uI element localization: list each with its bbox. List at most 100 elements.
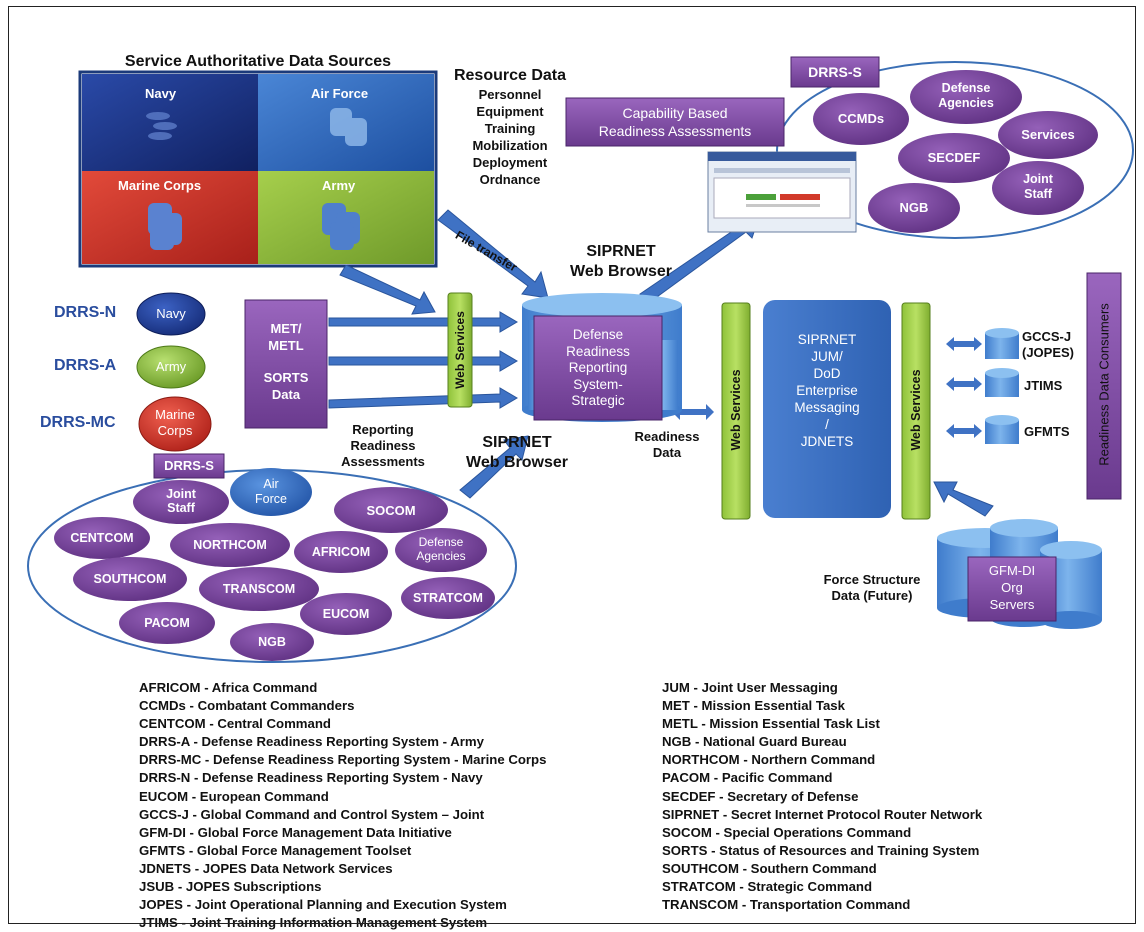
pacom-label: PACOM <box>144 616 190 630</box>
navy-oval-label: Navy <box>156 306 186 321</box>
navy-oval <box>136 292 206 336</box>
met-box-label: MET/ METL SORTS Data <box>245 320 327 403</box>
gfm-di-box <box>967 556 1057 622</box>
legend-item: METL - Mission Essential Task List <box>662 716 880 732</box>
gccs-arrow <box>946 337 982 351</box>
services-label: Services <box>1021 127 1075 142</box>
sources-title: Service Authoritative Data Sources <box>124 53 392 70</box>
legend-item: DRRS-A - Defense Readiness Reporting Sys… <box>139 734 484 750</box>
defense-agencies-top-label: Defense Agencies <box>910 81 1022 111</box>
diagram-frame <box>8 6 1136 924</box>
legend-item: GFMTS - Global Force Management Toolset <box>139 842 412 858</box>
legend-item: DRRS-N - Defense Readiness Reporting Sys… <box>139 770 483 786</box>
top-drrs-s-box <box>790 56 880 88</box>
defense-agencies-line: Agencies <box>938 96 994 110</box>
siprnet-top-line1: SIPRNET <box>586 243 656 260</box>
consumer-db-icons <box>985 328 1019 444</box>
readiness-data-line: Readiness <box>634 429 700 444</box>
eucom-label: EUCOM <box>322 607 370 621</box>
jum-line: Enterprise <box>796 383 858 398</box>
legend-item: AFRICOM - Africa Command <box>139 680 318 695</box>
gfm-di-label: GFM-DI Org Servers <box>968 562 1056 613</box>
met-metl-box <box>244 299 328 429</box>
defense-agencies-line: Defense <box>941 81 991 95</box>
jum-label: SIPRNET JUM/ DoD Enterprise Messaging / … <box>763 331 891 450</box>
legend-item: PACOM - Pacific Command <box>662 770 833 786</box>
gccs-line: (JOPES) <box>1022 345 1075 360</box>
resource-item: Mobilization <box>472 138 548 153</box>
air-force-source-label: Air Force <box>311 86 369 101</box>
secdef-oval <box>898 133 1010 183</box>
marine-corps-source-label: Marine Corps <box>118 178 202 193</box>
reporting-readiness-label: Reporting Readiness Assessments <box>328 422 438 470</box>
legend-left: AFRICOM - Africa Command CCMDs - Combata… <box>139 679 546 932</box>
legend-item: NGB - National Guard Bureau <box>662 734 847 750</box>
siprnet-top-label: SIPRNET Web Browser <box>556 242 686 282</box>
siprnet-mid-line: SIPRNET <box>482 434 552 451</box>
bidirectional-arrows <box>672 337 982 438</box>
resource-data-title: Resource Data <box>453 67 567 84</box>
marine-db-icon <box>148 203 182 250</box>
northcom-oval <box>170 523 290 567</box>
joint-line: Joint <box>166 487 196 501</box>
legend-item: SOUTHCOM - Southern Command <box>662 860 877 876</box>
army-oval <box>136 345 206 389</box>
marine-line: Corps <box>157 423 193 438</box>
marine-corps-oval-label: Marine Corps <box>139 407 211 439</box>
air-force-bottom-label: Air Force <box>230 477 312 507</box>
drrs-center-line: Readiness <box>566 343 630 359</box>
gccs-label: GCCS-J (JOPES) <box>1022 329 1074 361</box>
marine-line: Marine <box>155 407 195 422</box>
drrs-mc-label: DRRS-MC <box>40 414 116 431</box>
resource-item: Equipment <box>476 104 544 119</box>
jum-line: Messaging <box>794 400 860 415</box>
jum-line: / <box>825 417 829 432</box>
army-oval-label: Army <box>155 359 187 374</box>
gfmts-arrow <box>946 424 982 438</box>
met-line: METL <box>268 338 304 353</box>
legend-item: MET - Mission Essential Task <box>662 698 845 714</box>
fs-line: Data (Future) <box>831 588 913 603</box>
navy-source-label: Navy <box>145 86 177 101</box>
readiness-data-arrow <box>672 404 714 420</box>
met-line: Data <box>271 387 301 402</box>
drrs-center-line: Reporting <box>568 360 628 375</box>
capability-line1: Capability Based <box>622 105 728 121</box>
resource-item: Training <box>484 121 536 136</box>
jtims-arrow <box>946 377 982 391</box>
legend-item: GCCS-J - Global Command and Control Syst… <box>139 806 485 822</box>
legend-item: TRANSCOM - Transportation Command <box>662 897 911 913</box>
ngb-oval-top <box>868 183 960 233</box>
army-db-icon <box>322 203 360 250</box>
legend-right: JUM - Joint User Messaging MET - Mission… <box>662 679 982 914</box>
jtims-label: JTIMS <box>1024 378 1063 393</box>
centcom-label: CENTCOM <box>70 531 134 545</box>
socom-oval <box>334 487 448 533</box>
legend-item: GFM-DI - Global Force Management Data In… <box>139 824 452 840</box>
socom-label: SOCOM <box>366 503 416 518</box>
resource-item: Ordnance <box>479 172 541 187</box>
secdef-label: SECDEF <box>927 150 981 165</box>
met-arrow-1 <box>328 311 518 333</box>
gccs-line: GCCS-J <box>1022 329 1072 344</box>
bottom-drrs-s-label: DRRS-S <box>164 458 214 473</box>
force-structure-label: Force Structure Data (Future) <box>810 572 934 604</box>
left-web-services-bar <box>447 292 473 408</box>
drrs-strategic-box <box>533 315 663 421</box>
marine-corps-oval <box>138 396 212 452</box>
legend-item: CCMDs - Combatant Commanders <box>139 698 355 714</box>
jum-box <box>763 300 891 518</box>
legend-item: JSUB - JOPES Subscriptions <box>139 879 322 895</box>
stratcom-oval <box>401 577 495 619</box>
ccmds-label: CCMDs <box>837 111 885 126</box>
readiness-data-line: Data <box>652 445 682 460</box>
joint-staff-bottom-label: Joint Staff <box>133 487 229 515</box>
ngb-bottom-label: NGB <box>258 635 286 649</box>
screenshot-thumbnail <box>707 151 857 233</box>
fs-line: Force Structure <box>823 572 921 587</box>
services-oval <box>998 111 1098 159</box>
drrs-strategic-label: Defense Readiness Reporting System- Stra… <box>534 327 662 410</box>
web-services-bar-mid <box>721 302 751 520</box>
drrs-center-line: Strategic <box>571 393 625 408</box>
